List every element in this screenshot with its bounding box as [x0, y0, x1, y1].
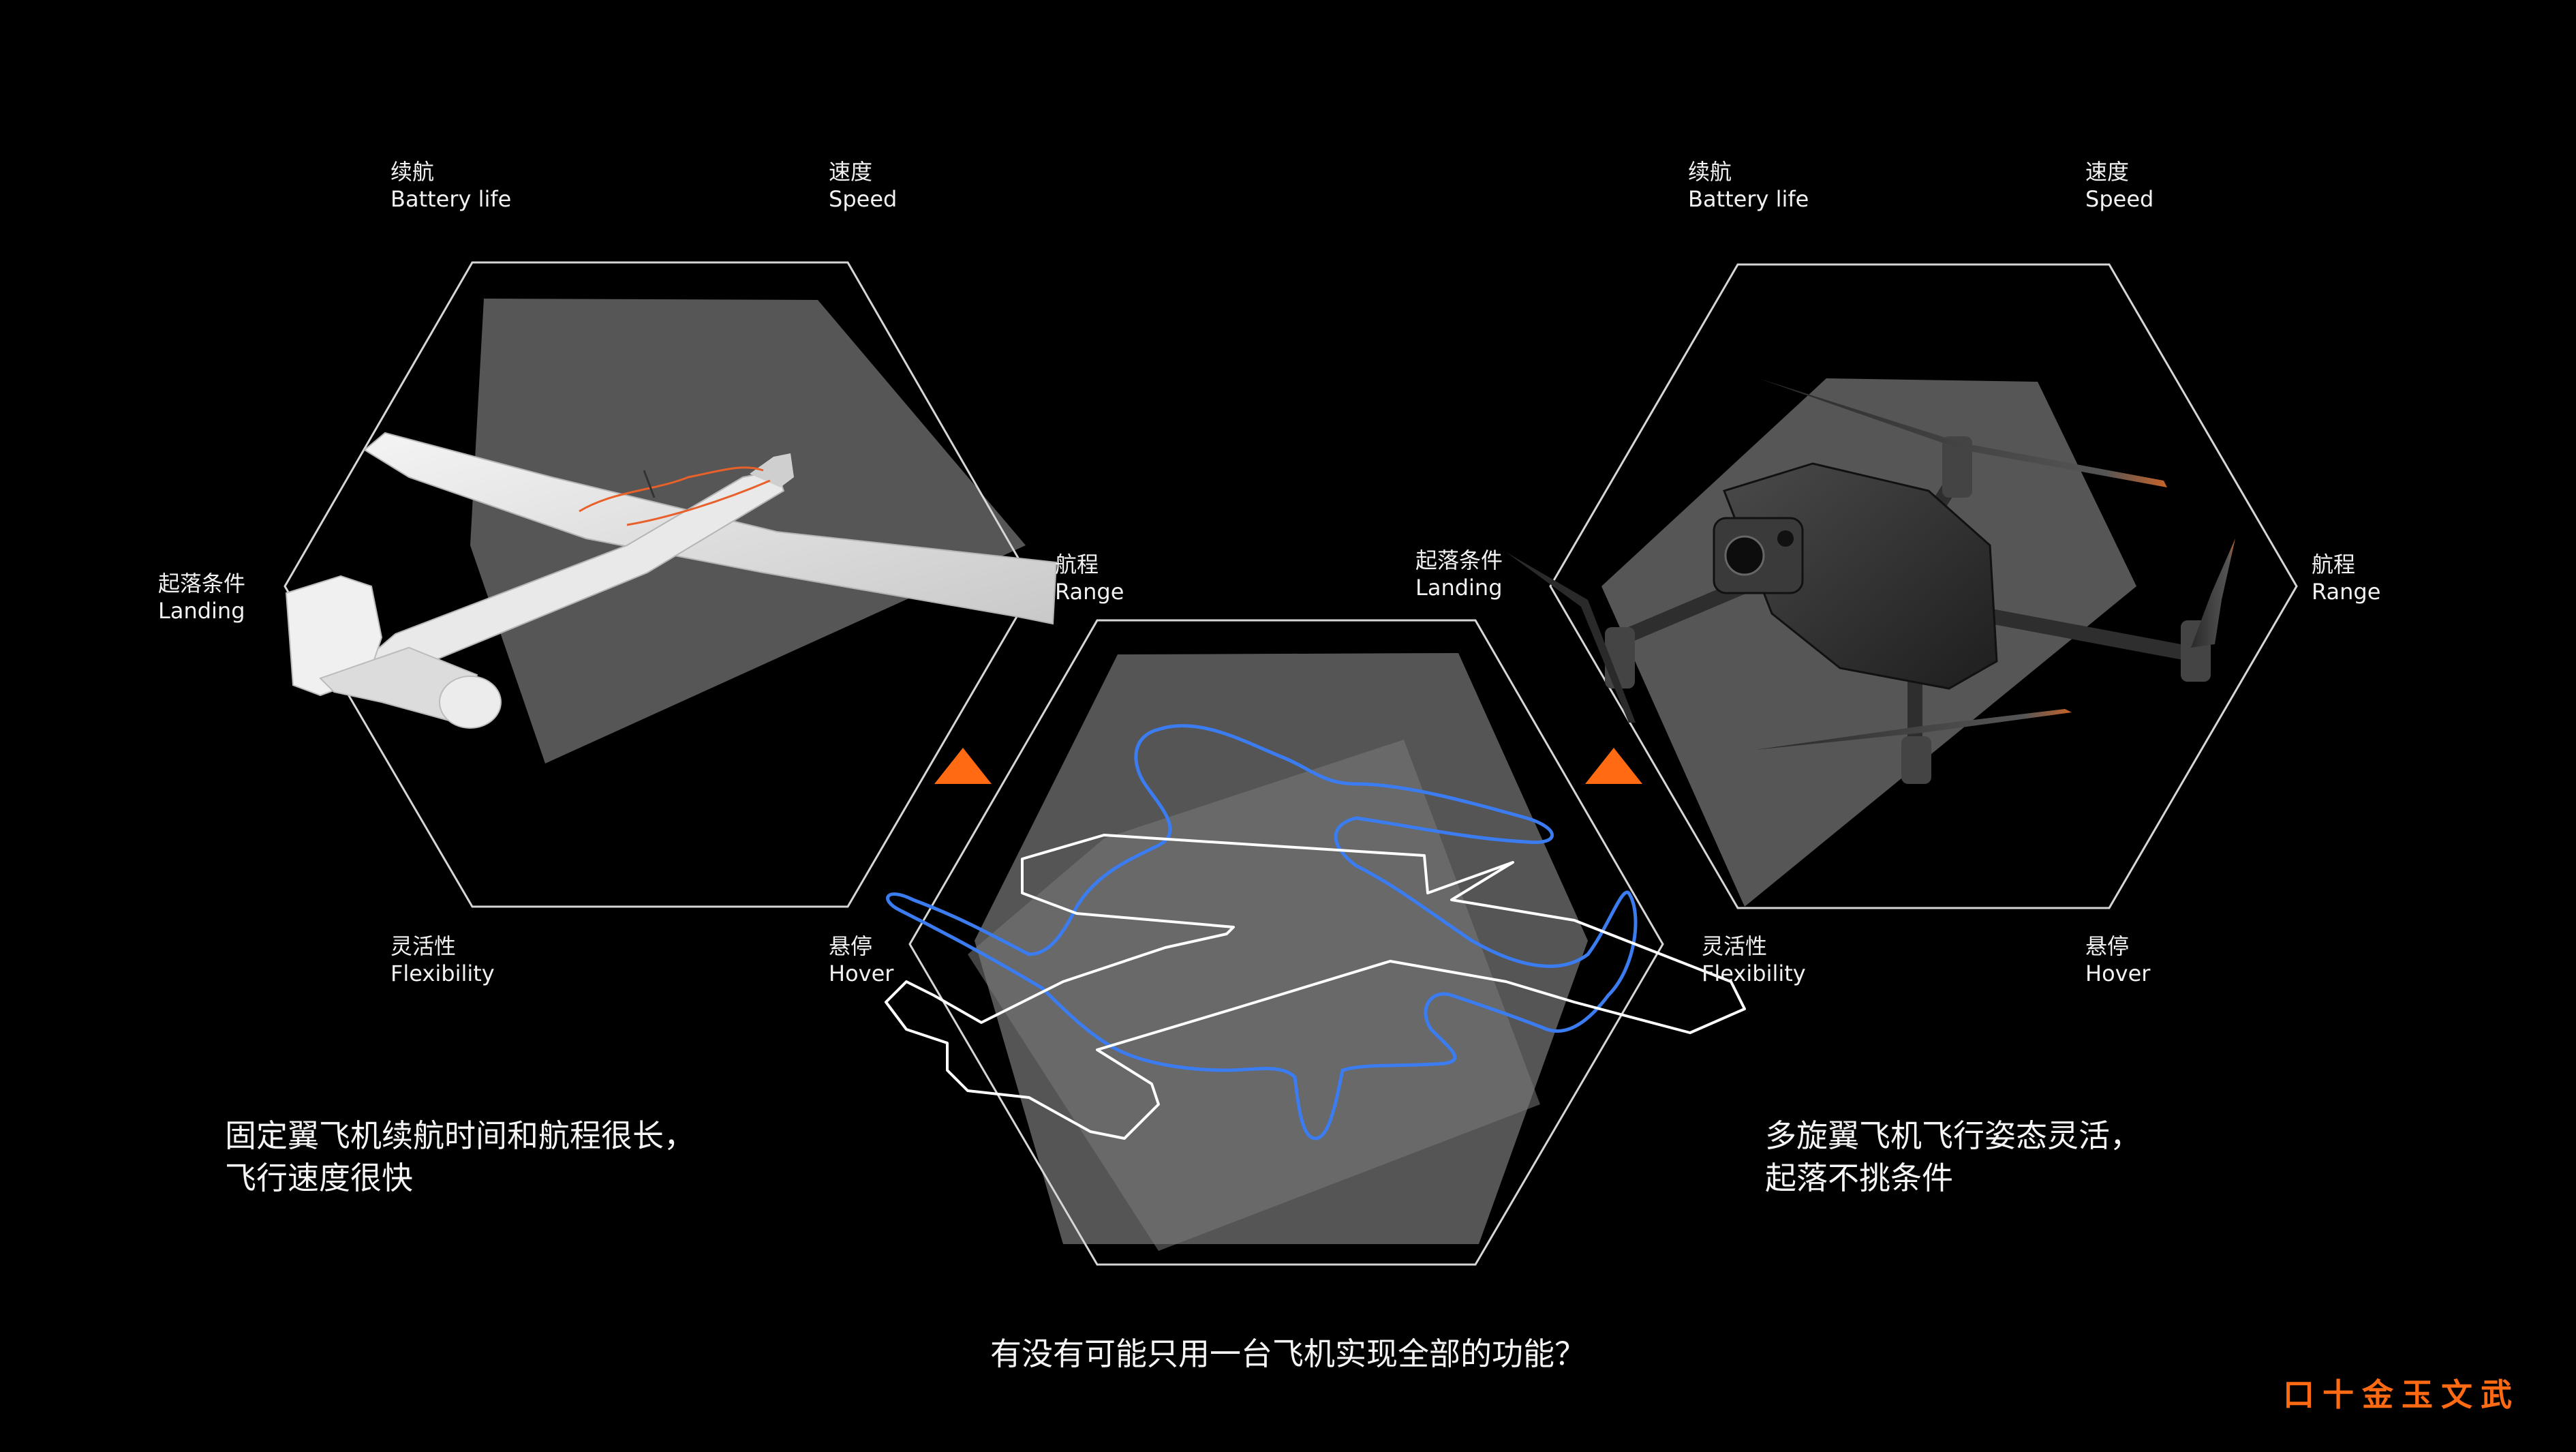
- right-label-flexibility: 灵活性 Flexibility: [1702, 933, 1806, 987]
- left-label-flexibility-cn: 灵活性: [390, 933, 457, 959]
- right-label-range-cn: 航程: [2312, 551, 2356, 577]
- left-label-hover-cn: 悬停: [829, 933, 873, 959]
- left-label-landing: 起落条件 Landing: [158, 570, 245, 624]
- right-label-flexibility-en: Flexibility: [1702, 961, 1806, 986]
- center-hexagon: [908, 619, 1664, 1266]
- left-label-flexibility: 灵活性 Flexibility: [390, 933, 495, 987]
- left-label-landing-cn: 起落条件: [158, 571, 246, 596]
- right-label-landing-cn: 起落条件: [1415, 547, 1503, 573]
- left-label-battery-en: Battery life: [390, 186, 512, 212]
- right-description-line-2: 起落不挑条件: [1765, 1160, 1953, 1196]
- right-label-hover-en: Hover: [2085, 961, 2151, 986]
- plus-triangle-right: [1585, 748, 1642, 784]
- right-description-line-1: 多旋翼飞机飞行姿态灵活，: [1765, 1117, 2141, 1154]
- left-label-hover: 悬停 Hover: [829, 933, 893, 987]
- right-label-flexibility-cn: 灵活性: [1702, 933, 1768, 959]
- right-label-battery-cn: 续航: [1688, 159, 1732, 185]
- left-label-range-cn: 航程: [1055, 551, 1099, 577]
- question-text: 有没有可能只用一台飞机实现全部的功能？: [990, 1335, 1586, 1372]
- left-description-line-2: 飞行速度很快: [225, 1160, 413, 1196]
- left-label-speed-cn: 速度: [829, 159, 873, 185]
- right-label-hover: 悬停 Hover: [2085, 933, 2150, 987]
- fixed-wing-plane-image: [285, 432, 1058, 729]
- right-label-battery-en: Battery life: [1688, 186, 1809, 212]
- left-label-speed: 速度 Speed: [829, 158, 897, 213]
- right-description: 多旋翼飞机飞行姿态灵活， 起落不挑条件: [1765, 1115, 2141, 1199]
- left-label-speed-en: Speed: [829, 186, 898, 212]
- right-label-range: 航程 Range: [2312, 551, 2380, 605]
- right-label-landing: 起落条件 Landing: [1415, 547, 1503, 601]
- left-label-landing-en: Landing: [158, 598, 245, 624]
- left-label-range: 航程 Range: [1055, 551, 1124, 605]
- center-radar: [908, 619, 1664, 1266]
- left-label-battery: 续航 Battery life: [390, 158, 511, 213]
- multirotor-outline-drawing: [886, 724, 1638, 1140]
- left-hexagon: [283, 261, 1036, 908]
- left-description: 固定翼飞机续航时间和航程很长， 飞行速度很快: [225, 1115, 695, 1199]
- right-label-hover-cn: 悬停: [2085, 933, 2130, 959]
- left-label-range-en: Range: [1055, 579, 1124, 605]
- right-label-speed: 速度 Speed: [2085, 158, 2153, 213]
- right-hexagon: [1549, 263, 2298, 909]
- center-radar-area-b: [968, 740, 1540, 1251]
- brand-logo: 口十金玉文武: [2283, 1376, 2520, 1413]
- left-label-battery-cn: 续航: [390, 159, 435, 185]
- plus-triangle-left: [934, 748, 992, 784]
- right-label-speed-en: Speed: [2085, 186, 2154, 212]
- left-description-line-1: 固定翼飞机续航时间和航程很长，: [225, 1117, 695, 1154]
- left-label-hover-en: Hover: [829, 961, 894, 986]
- right-label-speed-cn: 速度: [2085, 159, 2130, 185]
- right-label-landing-en: Landing: [1415, 575, 1503, 601]
- left-label-flexibility-en: Flexibility: [390, 961, 495, 986]
- right-label-battery: 续航 Battery life: [1688, 158, 1809, 213]
- fixed-wing-outline-drawing: [885, 834, 1746, 1140]
- multirotor-drone-image: [1506, 378, 2235, 784]
- right-label-range-en: Range: [2312, 579, 2381, 605]
